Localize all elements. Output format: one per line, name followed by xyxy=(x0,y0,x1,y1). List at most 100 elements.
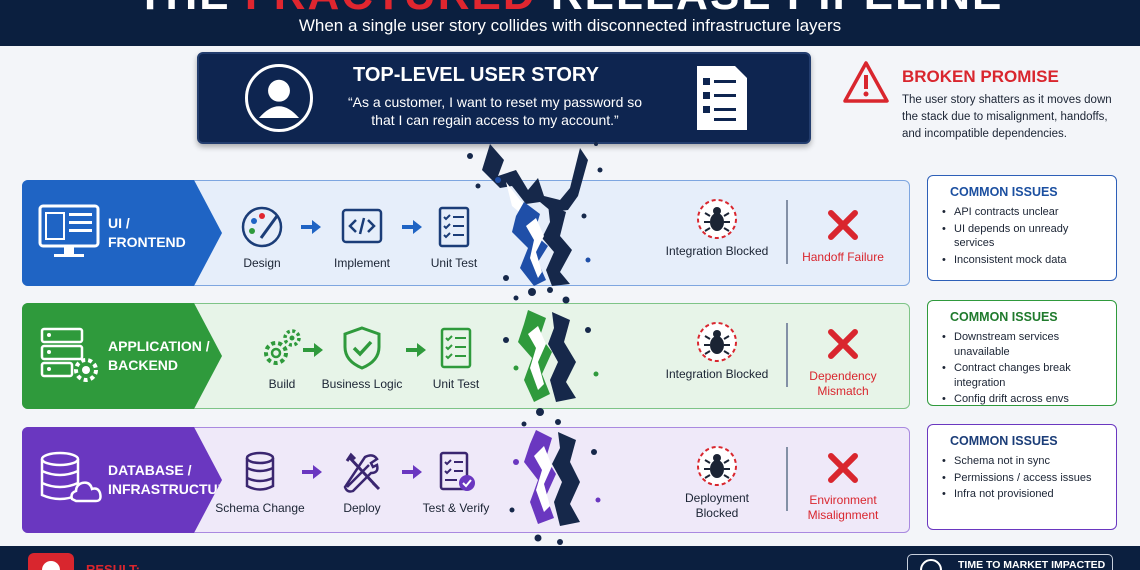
palette-icon xyxy=(241,206,283,248)
database-cloud-icon xyxy=(40,451,102,503)
layer-row-frontend: UI / FRONTEND Design Implement Unit Test xyxy=(22,180,910,286)
issues-list: Schema not in sync Permissions / access … xyxy=(940,454,1106,502)
blocked-status: Deployment Blocked xyxy=(662,445,772,521)
x-mark-icon xyxy=(828,453,858,483)
issues-list: API contracts unclear UI depends on unre… xyxy=(940,205,1106,267)
layer-label-block: APPLICATION / BACKEND xyxy=(22,303,222,409)
step-build: Build xyxy=(232,325,332,392)
warning-triangle-icon xyxy=(843,61,889,103)
broken-promise-text: The user story shatters as it moves down… xyxy=(902,94,1112,140)
user-story-quote: “As a customer, I want to reset my passw… xyxy=(347,94,643,128)
bug-icon xyxy=(697,199,737,239)
blocked-label: Integration Blocked xyxy=(665,244,769,258)
issues-title: COMMON ISSUES xyxy=(950,434,1058,448)
user-avatar-icon xyxy=(245,64,313,132)
issue-item: Contract changes break integration xyxy=(940,361,1106,390)
step-label: Build xyxy=(268,377,296,391)
common-issues-frontend: COMMON ISSUES API contracts unclear UI d… xyxy=(927,175,1117,281)
layer-name-line1: DATABASE / xyxy=(108,462,192,478)
issue-item: Schema not in sync xyxy=(940,454,1106,469)
step-label: Deploy xyxy=(343,501,381,515)
footer-banner: RESULT: TIME TO MARKET IMPACTED xyxy=(0,546,1140,570)
step-label: Business Logic xyxy=(321,377,403,391)
code-icon xyxy=(341,208,383,244)
page-subtitle: When a single user story collides with d… xyxy=(298,16,842,35)
layer-label-block: UI / FRONTEND xyxy=(22,180,222,286)
status-divider xyxy=(786,200,788,264)
page-title: THE FRACTURED RELEASE PIPELINE xyxy=(0,0,1140,20)
step-label: Implement xyxy=(333,256,391,270)
monitor-layout-icon xyxy=(38,204,100,257)
failure-status: Dependency Mismatch xyxy=(778,327,908,399)
crack-fracture-graphic xyxy=(467,142,603,545)
gears-icon xyxy=(264,329,301,365)
issue-item: Infra not provisioned xyxy=(940,487,1106,502)
step-label: Design xyxy=(243,256,281,270)
checklist-icon xyxy=(440,327,472,369)
broken-promise-title: BROKEN PROMISE xyxy=(902,67,1059,86)
server-gear-icon xyxy=(40,327,98,382)
failure-status: Environment Misalignment xyxy=(778,451,908,523)
layer-name-line2: BACKEND xyxy=(108,357,178,373)
step-business-logic: Business Logic xyxy=(312,325,412,392)
step-label: Schema Change xyxy=(215,501,305,515)
result-badge-icon xyxy=(28,553,74,570)
x-mark-icon xyxy=(828,329,858,359)
tools-icon xyxy=(343,452,381,493)
layer-name: APPLICATION / BACKEND xyxy=(108,303,210,409)
blocked-label: Deployment Blocked xyxy=(684,491,750,520)
failure-label: Environment Misalignment xyxy=(807,493,879,522)
step-implement: Implement xyxy=(312,204,412,271)
user-story-title: TOP-LEVEL USER STORY xyxy=(353,64,599,86)
title-accent: FRACTURED xyxy=(245,0,537,19)
shield-check-icon xyxy=(343,326,381,370)
layer-label-block: DATABASE / INFRASTRUCTURE xyxy=(22,427,222,533)
issues-list: Downstream services unavailable Contract… xyxy=(940,330,1106,407)
layer-name: DATABASE / INFRASTRUCTURE xyxy=(108,427,238,533)
header-banner: THE FRACTURED RELEASE PIPELINE When a si… xyxy=(0,0,1140,46)
blocked-status: Integration Blocked xyxy=(662,321,772,382)
issues-title: COMMON ISSUES xyxy=(950,185,1058,199)
time-to-market-label: TIME TO MARKET IMPACTED xyxy=(958,559,1106,570)
arrow-right-icon xyxy=(303,343,323,357)
issue-item: Config drift across envs xyxy=(940,392,1106,407)
step-deploy: Deploy xyxy=(312,449,412,516)
status-divider xyxy=(786,447,788,511)
issue-item: Permissions / access issues xyxy=(940,471,1106,486)
bug-icon xyxy=(697,322,737,362)
step-label: Unit Test xyxy=(432,377,480,391)
step-schema-change: Schema Change xyxy=(210,449,310,516)
issue-item: Inconsistent mock data xyxy=(940,253,1106,268)
layer-name-line1: APPLICATION / xyxy=(108,338,210,354)
step-label: Test & Verify xyxy=(422,501,490,515)
failure-status: Handoff Failure xyxy=(778,208,908,265)
bug-icon xyxy=(697,446,737,486)
issues-title: COMMON ISSUES xyxy=(950,310,1058,324)
result-label: RESULT: xyxy=(86,562,140,570)
database-icon xyxy=(245,451,275,491)
step-unit-test: Unit Test xyxy=(404,204,504,271)
step-label: Unit Test xyxy=(430,256,478,270)
failure-label: Handoff Failure xyxy=(802,250,884,264)
checklist-icon xyxy=(438,206,470,248)
arrow-right-icon xyxy=(302,465,322,479)
arrow-right-icon xyxy=(406,343,426,357)
failure-label: Dependency Mismatch xyxy=(809,369,877,398)
step-unit-test: Unit Test xyxy=(406,325,506,392)
issue-item: UI depends on unready services xyxy=(940,222,1106,251)
layer-row-backend: APPLICATION / BACKEND Build Business Log… xyxy=(22,303,910,409)
checklist-verify-icon xyxy=(439,451,475,491)
arrow-right-icon xyxy=(301,220,321,234)
layer-name-line2: FRONTEND xyxy=(108,234,186,250)
layer-name-line2: INFRASTRUCTURE xyxy=(108,481,238,497)
status-divider xyxy=(786,323,788,387)
document-checklist-icon xyxy=(697,66,747,130)
layer-row-infrastructure: DATABASE / INFRASTRUCTURE Schema Change … xyxy=(22,427,910,533)
x-mark-icon xyxy=(828,210,858,240)
common-issues-backend: COMMON ISSUES Downstream services unavai… xyxy=(927,300,1117,406)
blocked-label: Integration Blocked xyxy=(665,367,769,381)
clock-icon xyxy=(920,559,942,570)
time-to-market-badge: TIME TO MARKET IMPACTED xyxy=(907,554,1113,570)
step-design: Design xyxy=(212,204,312,271)
issue-item: Downstream services unavailable xyxy=(940,330,1106,359)
